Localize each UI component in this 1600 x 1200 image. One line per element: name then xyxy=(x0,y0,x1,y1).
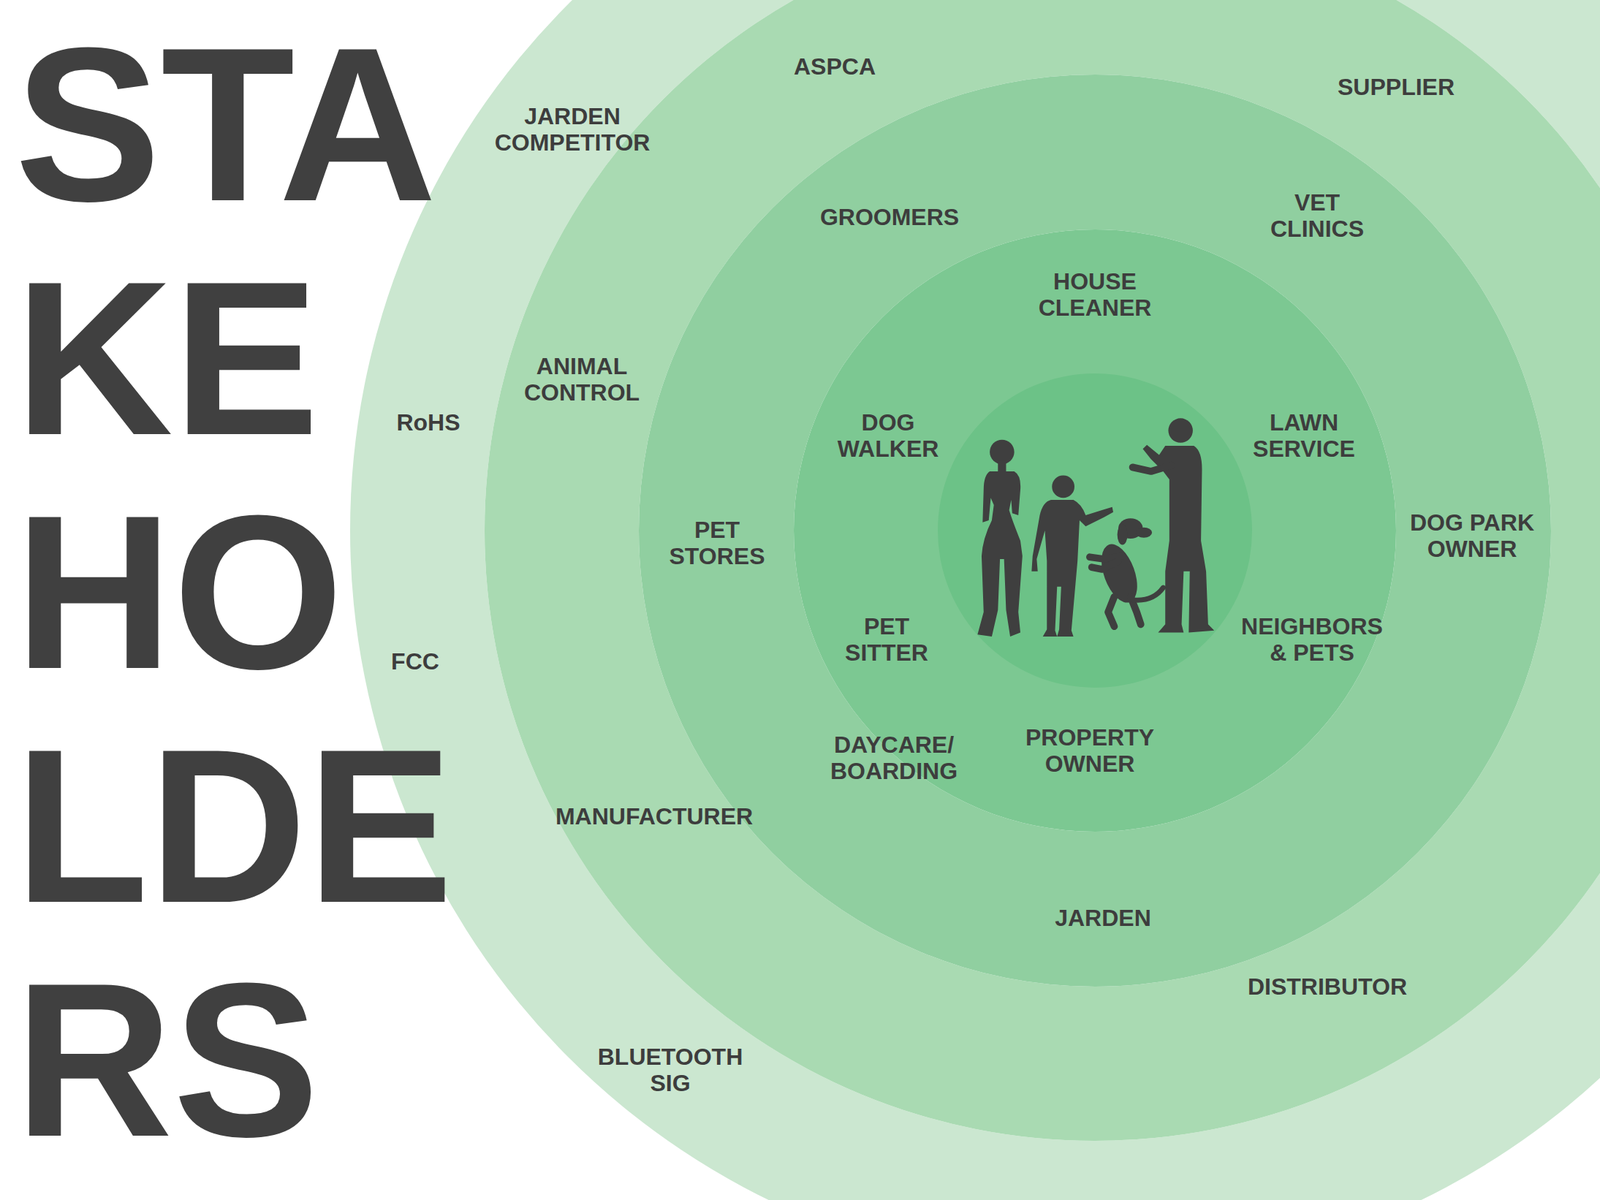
label-holder: JARDEN xyxy=(1054,904,1152,932)
stakeholder-label: PET SITTER xyxy=(843,613,930,666)
stakeholder-label: DAYCARE/ BOARDING xyxy=(828,731,960,785)
ring-fill xyxy=(350,0,1600,1200)
stakeholder-label: NEIGHBORS & PETS xyxy=(1239,613,1385,666)
label-holder: PET SITTER xyxy=(843,613,930,666)
ring-fill xyxy=(484,0,1600,1141)
stakeholder-label: SUPPLIER xyxy=(1337,73,1455,101)
stakeholder-label: FCC xyxy=(391,648,440,675)
title-holder: STAKEHOLDERS xyxy=(14,7,465,1177)
label-holder: MANUFACTURER xyxy=(555,803,753,830)
label-holder: FCC xyxy=(391,648,440,675)
stakeholder-label: DISTRIBUTOR xyxy=(1247,973,1408,1000)
label-holder: LAWN SERVICE xyxy=(1251,409,1357,462)
stakeholder-label: BLUETOOTH SIG xyxy=(596,1043,745,1097)
ring-fill xyxy=(638,74,1552,987)
label-holder: SUPPLIER xyxy=(1337,73,1455,101)
label-holder: PROPERTY OWNER xyxy=(1024,724,1157,777)
label-holder: VET CLINICS xyxy=(1268,189,1366,242)
stakeholder-label: ASPCA xyxy=(793,53,876,80)
label-holder: DOG WALKER xyxy=(836,409,941,462)
stakeholder-label: HOUSE CLEANER xyxy=(1037,268,1154,321)
ring-fill xyxy=(793,229,1397,832)
stakeholder-ring: HOUSE CLEANER DOG WALKER LAWN SERVICE PET S… xyxy=(350,0,1600,1200)
stakeholder-ring: HOUSE CLEANER DOG WALKER LAWN SERVICE PET S… xyxy=(484,0,1600,1141)
stakeholder-label: JARDEN xyxy=(1054,904,1152,932)
label-holder: BLUETOOTH SIG xyxy=(596,1043,745,1097)
label-holder: JARDEN COMPETITOR xyxy=(493,103,652,156)
label-holder: ANIMAL CONTROL xyxy=(522,353,642,406)
label-holder: NEIGHBORS & PETS xyxy=(1239,613,1385,666)
label-holder: RoHS xyxy=(396,409,460,436)
stakeholder-label: GROOMERS xyxy=(820,203,959,231)
inner-circle xyxy=(937,372,1253,689)
label-holder: DISTRIBUTOR xyxy=(1247,973,1408,1000)
stakeholder-label: LAWN SERVICE xyxy=(1251,409,1357,462)
stakeholder-label: ANIMAL CONTROL xyxy=(522,353,642,406)
label-holder: PET STORES xyxy=(668,516,767,570)
stakeholder-label: VET CLINICS xyxy=(1268,189,1366,242)
diagram-title: STAKEHOLDERS xyxy=(14,7,465,1177)
label-holder: DAYCARE/ BOARDING xyxy=(828,731,960,785)
family-silhouettes xyxy=(977,418,1215,637)
stakeholder-label: DOG PARK OWNER xyxy=(1408,509,1537,563)
stakeholder-label: RoHS xyxy=(396,409,460,436)
label-holder: GROOMERS xyxy=(820,203,959,231)
label-holder: ASPCA xyxy=(793,53,876,80)
stakeholder-label: PROPERTY OWNER xyxy=(1024,724,1157,777)
label-holder: DOG PARK OWNER xyxy=(1408,509,1537,563)
stakeholder-label: JARDEN COMPETITOR xyxy=(493,103,652,156)
label-holder: HOUSE CLEANER xyxy=(1037,268,1154,321)
stakeholder-label: PET STORES xyxy=(668,516,767,570)
stakeholder-ring: HOUSE CLEANER DOG WALKER LAWN SERVICE PET S… xyxy=(638,74,1552,987)
stakeholder-label: DOG WALKER xyxy=(836,409,941,462)
stakeholder-label: MANUFACTURER xyxy=(555,803,753,830)
